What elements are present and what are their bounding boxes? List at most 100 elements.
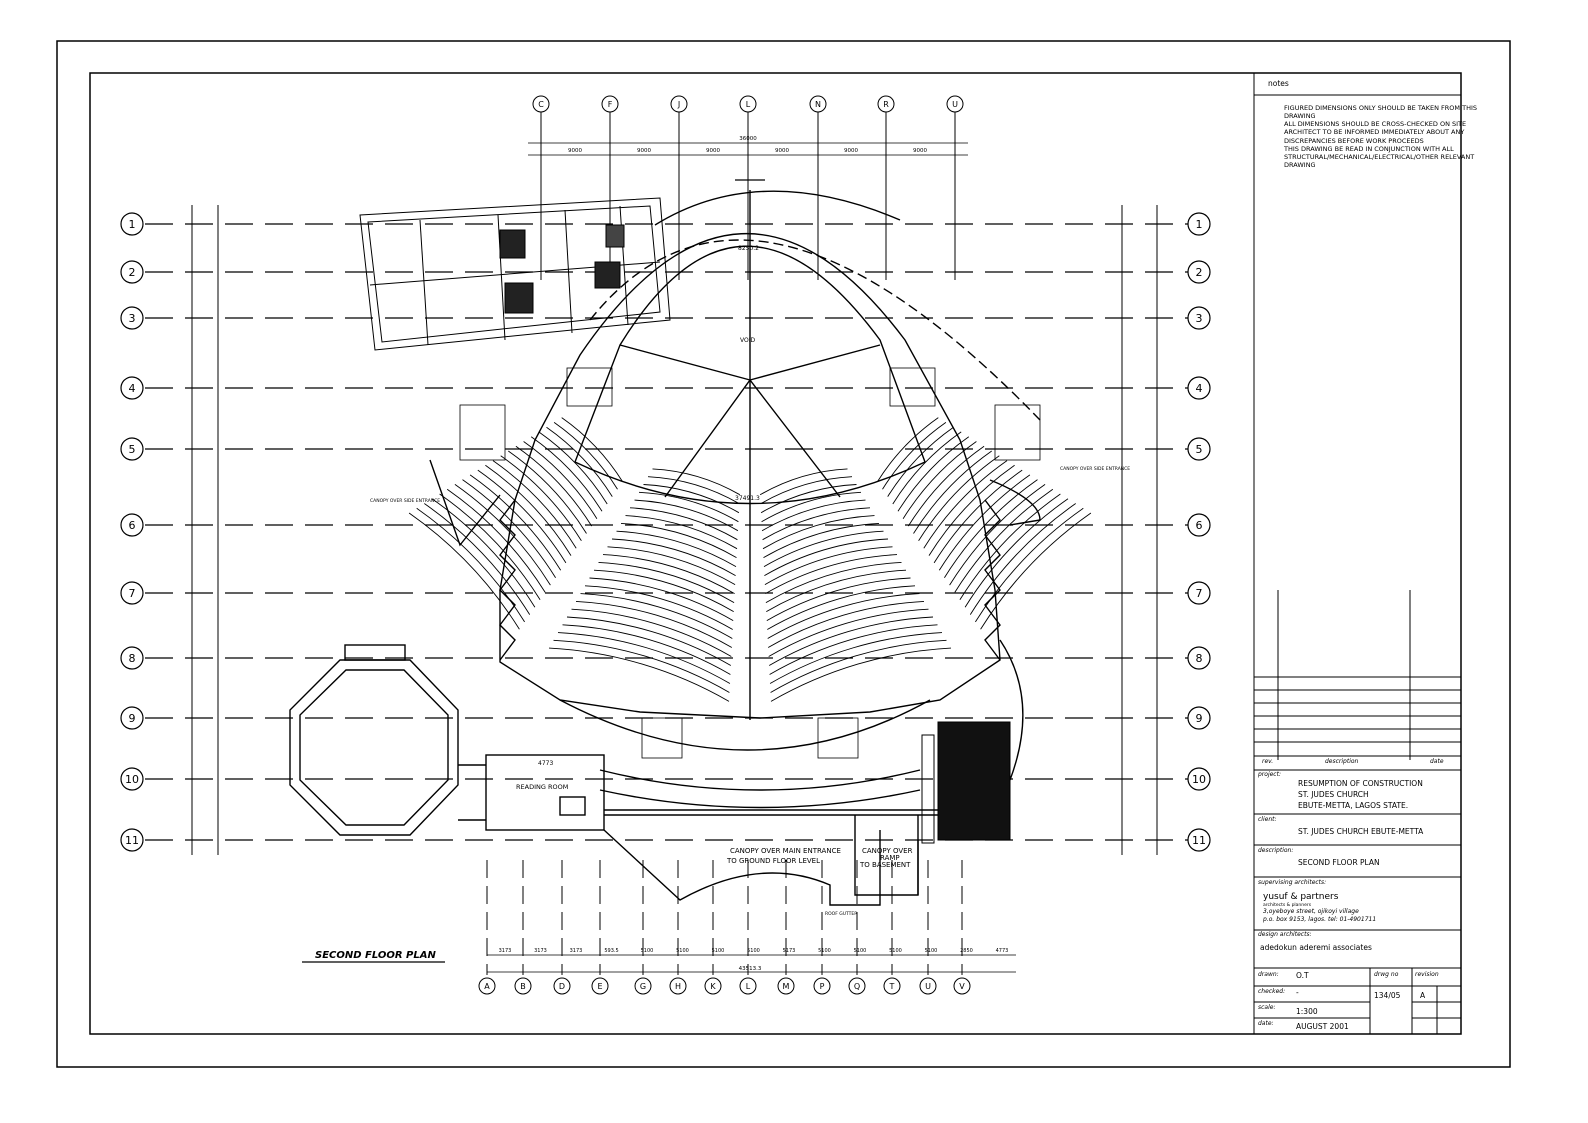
seating-row-arc <box>548 647 730 702</box>
scale-value: 1:300 <box>1296 1007 1318 1016</box>
firm-name: yusuf & partners <box>1263 892 1339 902</box>
seating-row-arc <box>424 503 531 615</box>
grid-bubble-right <box>1187 767 1211 791</box>
seating-row-arc <box>477 469 567 564</box>
grid-col-top-label: F <box>608 100 613 109</box>
grid-col-label: T <box>889 982 895 991</box>
canopy-ramp-line1: CANOPY OVER <box>862 847 913 855</box>
seating-row-arc <box>765 561 902 603</box>
grid-col-top-bubble <box>532 95 550 113</box>
grid-row-label: 5 <box>1196 443 1203 456</box>
grid-col-top-bubble <box>601 95 619 113</box>
grid-col-bubble <box>478 977 496 995</box>
seating-row-arc <box>944 479 1038 578</box>
seating-row-arc <box>938 474 1031 571</box>
seating-row-arc <box>580 593 733 639</box>
canopy-ramp-line2: RAMP <box>880 854 900 862</box>
seating-row-arc <box>575 600 733 648</box>
note-2: all dimensions should be cross-checked o… <box>1284 120 1467 129</box>
drawn-value: O.T <box>1296 971 1309 980</box>
grid-col-bubble <box>953 977 971 995</box>
seating-row-arc <box>638 491 739 523</box>
grid-row-label: 11 <box>125 834 139 847</box>
grid-row-label: 5 <box>129 443 136 456</box>
grid-col-top-label: N <box>815 100 821 109</box>
grid-col-top-label: R <box>883 100 889 109</box>
seating-row-arc <box>769 624 938 675</box>
seating-row-arc <box>589 577 734 621</box>
grid-row-label: 4 <box>129 382 136 395</box>
seating-row-arc <box>598 561 735 603</box>
bottom-dim-text: 3173 <box>570 948 583 954</box>
seating-row-arc <box>923 460 1008 549</box>
seating-row-arc <box>767 593 920 639</box>
grid-row-label: 9 <box>129 712 136 725</box>
seating-row-arc <box>523 441 598 519</box>
seating-row-arc <box>759 468 848 496</box>
bottom-dim-text: 5100 <box>641 948 654 954</box>
grid-col-top-bubble <box>670 95 688 113</box>
date-col-label: date <box>1430 758 1444 765</box>
design-firm: adedokun aderemi associates <box>1260 943 1372 952</box>
grid-col-bubble <box>883 977 901 995</box>
grid-bubble-right <box>1187 306 1211 330</box>
top-dim-text: 9000 <box>844 148 858 154</box>
grid-bubble-right <box>1187 376 1211 400</box>
checked-label: checked: <box>1258 988 1286 995</box>
seating-row-arc <box>584 585 733 630</box>
plan-title: SECOND FLOOR PLAN <box>315 950 436 961</box>
grid-bubble-left <box>120 260 144 284</box>
seating-row-arc <box>760 476 853 505</box>
supervising-label: supervising architects: <box>1258 879 1327 886</box>
grid-col-top-label: U <box>952 100 958 109</box>
grid-bubble-right <box>1187 513 1211 537</box>
date-value: AUGUST 2001 <box>1296 1022 1349 1031</box>
firm-address-1: 3,oyeboye street, ojikoyi village <box>1263 908 1359 915</box>
seating-row-arc <box>553 422 618 490</box>
seating-row-arc <box>616 530 737 567</box>
seating-row-arc <box>892 431 962 505</box>
grid-row-label: 10 <box>1192 773 1206 786</box>
seating-row-arc <box>767 600 925 648</box>
grid-row-label: 9 <box>1196 712 1203 725</box>
seating-row-arc <box>416 507 525 623</box>
seating-row-arc <box>492 460 577 549</box>
grid-col-bubble <box>739 977 757 995</box>
grid-bubble-left <box>120 376 144 400</box>
grid-bubble-right <box>1187 260 1211 284</box>
seating-row-arc <box>876 417 939 483</box>
seating-row-arc <box>643 484 740 514</box>
notes-label: notes <box>1268 79 1289 88</box>
grid-col-label: M <box>783 982 790 991</box>
seating-row-arc <box>763 530 884 567</box>
bottom-dim-text: 3173 <box>499 948 512 954</box>
seating-row-arc <box>907 445 985 527</box>
seating-row-arc <box>902 441 977 519</box>
date-label: date: <box>1258 1020 1274 1027</box>
seating-row-arc <box>652 468 741 496</box>
seating-row-arc <box>761 499 866 532</box>
grid-bubble-right <box>1187 706 1211 730</box>
checked-value: - <box>1296 988 1299 997</box>
seating-row-arc <box>760 484 857 514</box>
seating-row-arc <box>500 455 582 542</box>
bottom-dim-text: 4773 <box>996 948 1009 954</box>
firm-address-2: p.o. box 9153, lagos. tel: 01-4901711 <box>1263 916 1377 923</box>
grid-row-label: 2 <box>1196 266 1203 279</box>
grid-col-top-bubble <box>739 95 757 113</box>
canopy-side-left-label: CANOPY OVER SIDE ENTRANCE <box>370 498 440 504</box>
grid-row-label: 1 <box>129 218 136 231</box>
seating-row-arc <box>557 632 731 684</box>
grid-col-top-bubble <box>877 95 895 113</box>
grid-row-label: 8 <box>129 652 136 665</box>
inner-border <box>89 72 1462 1035</box>
seating-row-arc <box>969 503 1076 615</box>
firm-tagline: architects & planners <box>1263 903 1312 908</box>
grid-col-label: B <box>520 982 526 991</box>
grid-row-label: 8 <box>1196 652 1203 665</box>
seating-row-arc <box>485 464 572 556</box>
client-value: ST. JUDES CHURCH EBUTE-METTA <box>1298 827 1424 836</box>
seating-row-arc <box>562 624 731 675</box>
grid-col-bubble <box>669 977 687 995</box>
